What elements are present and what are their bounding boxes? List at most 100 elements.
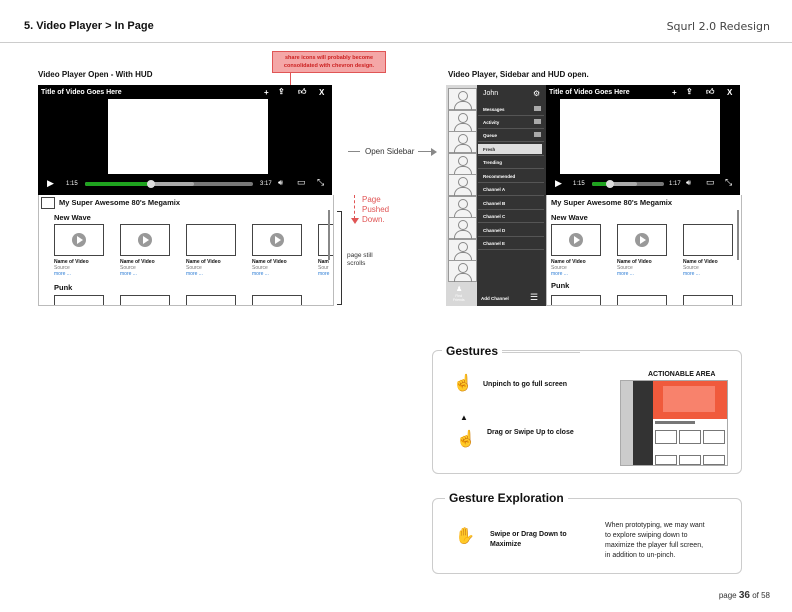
sidebar-item-activity[interactable]: Activity xyxy=(483,120,500,125)
find-friends-icon[interactable]: ♟ xyxy=(456,286,463,293)
mix-title: My Super Awesome 80's Megamix xyxy=(551,198,672,207)
airplay-icon[interactable]: ▭ xyxy=(297,177,306,187)
play-icon[interactable] xyxy=(635,233,649,247)
scrub-bar[interactable] xyxy=(85,180,253,188)
share-icon[interactable]: ⇪ xyxy=(686,87,693,96)
header-divider xyxy=(0,42,792,43)
video-more-link[interactable]: more ... xyxy=(252,271,269,277)
play-icon[interactable] xyxy=(72,233,86,247)
friend-avatar[interactable] xyxy=(448,217,477,239)
video-player-hud-right[interactable]: Title of Video Goes Here + ⇪ 👍︎ X ▶ 1:15… xyxy=(546,85,740,195)
sidebar-item-channel-e[interactable]: Channel E xyxy=(483,241,506,246)
content-scrollbar[interactable] xyxy=(737,210,739,260)
like-icon[interactable]: 👍︎ xyxy=(706,87,715,96)
video-thumbnail[interactable] xyxy=(617,295,667,305)
category-new-wave: New Wave xyxy=(54,213,91,222)
sidebar-item-channel-b[interactable]: Channel B xyxy=(483,201,506,206)
note-line: scrolls xyxy=(347,260,366,267)
video-more-link[interactable]: more ... xyxy=(617,271,634,277)
video-thumbnail[interactable] xyxy=(120,224,170,256)
video-thumbnail[interactable] xyxy=(186,224,236,256)
gear-icon[interactable]: ⚙ xyxy=(533,89,541,98)
video-more-link[interactable]: more ... xyxy=(54,271,71,277)
video-thumbnail[interactable] xyxy=(551,295,601,305)
add-icon[interactable]: + xyxy=(264,88,269,97)
play-icon[interactable] xyxy=(270,233,284,247)
friend-avatar[interactable] xyxy=(448,152,477,175)
sidebar-item-fresh[interactable]: Fresh xyxy=(483,147,496,152)
video-thumbnail[interactable] xyxy=(683,224,733,256)
video-thumbnail[interactable] xyxy=(551,224,601,256)
play-icon[interactable] xyxy=(138,233,152,247)
close-icon[interactable]: X xyxy=(727,88,733,97)
volume-icon[interactable]: 🔊︎ xyxy=(278,178,284,187)
page-scrolls-note: page still scrolls xyxy=(347,252,373,268)
video-source: Source xyxy=(617,265,633,271)
friend-avatar[interactable] xyxy=(448,174,477,196)
friend-avatar[interactable] xyxy=(448,260,477,282)
content-scrollbar[interactable] xyxy=(328,210,330,260)
friend-avatar[interactable] xyxy=(448,238,477,261)
scrub-knob[interactable] xyxy=(146,180,155,188)
add-list-icon[interactable]: ☰ xyxy=(530,292,539,302)
airplay-icon[interactable]: ▭ xyxy=(706,177,715,187)
add-icon[interactable]: + xyxy=(672,88,677,97)
add-channel-button[interactable]: Add Channel xyxy=(481,296,509,301)
video-thumbnail[interactable] xyxy=(252,295,302,305)
mix-title: My Super Awesome 80's Megamix xyxy=(59,198,180,207)
share-icon[interactable]: ⇪ xyxy=(278,87,285,96)
play-icon[interactable]: ▶ xyxy=(47,178,54,188)
find-friends-button[interactable]: Find Friends xyxy=(453,294,465,302)
gesture-line: Swipe or Drag Down to xyxy=(490,531,567,538)
time-current: 1:15 xyxy=(66,181,78,187)
video-thumbnail[interactable] xyxy=(120,295,170,305)
activity-icon xyxy=(534,119,541,124)
sidebar-item-queue[interactable]: Queue xyxy=(483,133,498,138)
video-frame[interactable] xyxy=(108,99,268,174)
time-total: 1:17 xyxy=(669,181,681,187)
video-thumbnail[interactable] xyxy=(252,224,302,256)
video-source: Source xyxy=(186,265,202,271)
scrub-bar[interactable] xyxy=(592,180,664,188)
friend-avatar[interactable] xyxy=(448,88,477,110)
video-thumbnail[interactable] xyxy=(54,224,104,256)
video-name: Name of Video xyxy=(186,259,221,265)
sidebar-divider xyxy=(478,222,544,223)
like-icon[interactable]: 👍︎ xyxy=(298,87,307,96)
video-more-link[interactable]: more ... xyxy=(683,271,700,277)
down-arrow-icon xyxy=(351,218,359,224)
close-icon[interactable]: X xyxy=(319,88,325,97)
sidebar-user-name[interactable]: John xyxy=(483,90,499,97)
video-thumbnail[interactable] xyxy=(683,295,733,305)
friend-avatar[interactable] xyxy=(448,195,477,218)
video-more-link[interactable]: more ... xyxy=(186,271,203,277)
sidebar-divider xyxy=(478,209,544,210)
friend-avatar[interactable] xyxy=(448,131,477,153)
video-thumbnail[interactable] xyxy=(617,224,667,256)
fullscreen-icon[interactable]: ⤡ xyxy=(725,177,733,187)
fullscreen-icon[interactable]: ⤡ xyxy=(317,177,325,187)
friend-avatar[interactable] xyxy=(448,109,477,132)
video-frame[interactable] xyxy=(560,99,720,174)
play-icon[interactable]: ▶ xyxy=(555,178,562,188)
description-line: in addition to un-pinch. xyxy=(605,552,676,559)
sidebar-item-channel-a[interactable]: Channel A xyxy=(483,187,506,192)
sidebar-item-channel-c[interactable]: Channel C xyxy=(483,214,506,219)
sidebar-item-recommended[interactable]: Recommended xyxy=(483,174,516,179)
volume-icon[interactable]: 🔊︎ xyxy=(686,178,692,187)
gesture-exploration-title: Gesture Exploration xyxy=(445,491,568,505)
sidebar-item-trending[interactable]: Trending xyxy=(483,160,502,165)
video-thumbnail[interactable] xyxy=(186,295,236,305)
sidebar-item-messages[interactable]: Messages xyxy=(483,107,505,112)
scrub-knob[interactable] xyxy=(606,180,614,188)
gesture-unpinch: Unpinch to go full screen xyxy=(483,381,568,388)
video-player-hud[interactable]: Title of Video Goes Here + ⇪ 👍︎ X ▶ 1:15… xyxy=(38,85,332,195)
video-thumbnail[interactable] xyxy=(54,295,104,305)
play-icon[interactable] xyxy=(569,233,583,247)
video-more-link[interactable]: more ... xyxy=(551,271,568,277)
sidebar-item-channel-d[interactable]: Channel D xyxy=(483,228,506,233)
video-more-link[interactable]: more xyxy=(318,271,330,277)
buffer-bar xyxy=(592,182,637,186)
video-more-link[interactable]: more ... xyxy=(120,271,137,277)
video-thumbnail[interactable] xyxy=(318,224,333,256)
